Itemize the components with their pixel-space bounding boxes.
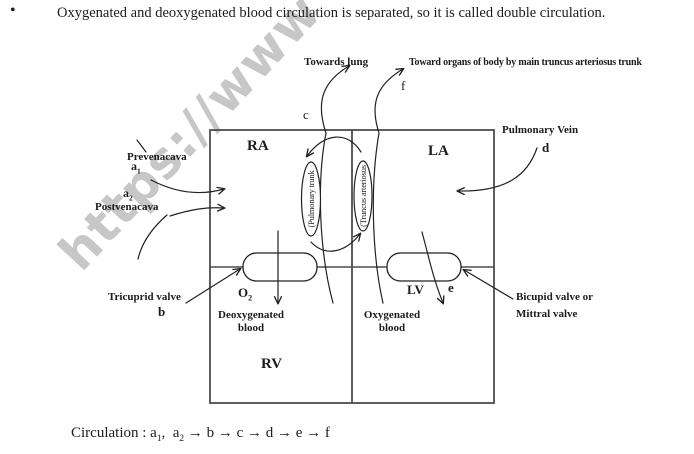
tricuspid-valve-shape (242, 252, 318, 282)
pulmonary-trunk-vertical-label: (Pulmonary trunk (306, 170, 316, 228)
prevenacava-label: Prevenacava (127, 151, 187, 163)
truncus-arteriosus-vertical-label: (Truncus arteriosus (358, 165, 368, 227)
postvenacava-arrow (169, 203, 226, 217)
deoxygenated-blood-label: Deoxygenated blood (218, 309, 284, 334)
page-title: Oxygenated and deoxygenated blood circul… (57, 5, 606, 21)
marker-e: e (448, 280, 454, 295)
pulmonary-trunk-oval (300, 161, 322, 237)
tricuspid-valve-label: Tricuprid valve (108, 291, 181, 303)
chamber-rv-label: RV (261, 356, 283, 372)
bullet-icon: • (10, 2, 16, 19)
chamber-ra-label: RA (247, 138, 269, 154)
bicuspid-leader-arrow (462, 268, 514, 300)
pulmonary-vein-arrow (456, 147, 538, 196)
pulmonary-vein-label: Pulmonary Vein (502, 124, 579, 136)
pulmonary-trunk-vessel-arrow (319, 64, 351, 304)
la-to-lv-flow-arrow (421, 231, 445, 305)
marker-b: b (158, 304, 166, 319)
circulation-formula: Circulation : a1, a2 → b → c → d → e → f (71, 425, 330, 444)
lower-arc-arrow (310, 232, 362, 252)
marker-d: d (542, 140, 550, 155)
o2-label: O2 (238, 285, 253, 303)
marker-f: f (401, 78, 406, 93)
tricuspid-leader-arrow (185, 267, 242, 304)
postvenacava-label: Postvenacava (95, 201, 159, 213)
chamber-lv-label: LV (407, 282, 424, 297)
towards-lung-label: Towards lung (304, 56, 369, 68)
marker-a2: a2 (123, 186, 133, 203)
bicuspid-valve-label-line1: Bicupid valve or (516, 291, 594, 303)
marker-a1: a1 (131, 159, 141, 176)
chamber-la-label: LA (428, 143, 449, 159)
prevenacava-arrow (150, 179, 226, 195)
bicuspid-valve-shape (386, 252, 462, 282)
postvenacava-curve (137, 214, 168, 260)
truncus-arteriosus-vessel-arrow (372, 67, 405, 304)
toward-organs-label: Toward organs of body by main truncus ar… (409, 57, 642, 68)
oxygenated-blood-label: Oxygenated blood (363, 309, 421, 334)
marker-c: c (303, 107, 309, 122)
prevenacava-tick (136, 139, 147, 153)
upper-arc-arrow (305, 136, 362, 158)
truncus-arteriosus-oval (353, 160, 373, 232)
bicuspid-valve-label-line2: Mittral valve (516, 308, 578, 320)
